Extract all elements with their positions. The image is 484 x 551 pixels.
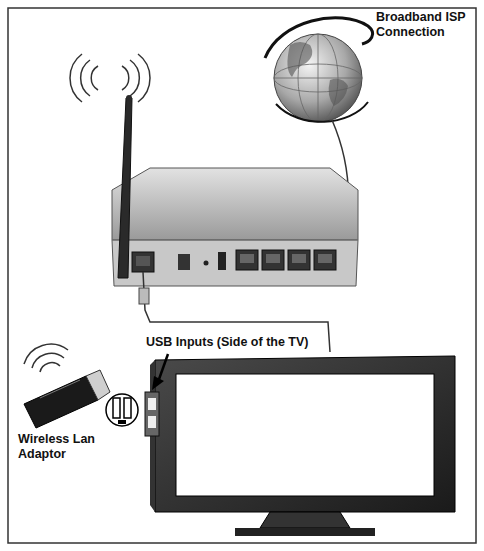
- usb-label: USB Inputs (Side of the TV): [146, 335, 336, 350]
- usb-wifi-adaptor: [24, 344, 138, 428]
- adaptor-label: Wireless Lan Adaptor: [18, 432, 110, 462]
- television: [145, 356, 455, 536]
- antenna-waves: [70, 54, 150, 102]
- frame: [8, 8, 476, 543]
- internet-globe: [265, 18, 373, 122]
- wireless-router: [112, 95, 358, 286]
- isp-label: Broadband ISP Connection: [376, 10, 472, 40]
- cable-plug: [139, 288, 149, 304]
- usb-ports: [145, 392, 159, 436]
- usb-pointer: [152, 354, 168, 390]
